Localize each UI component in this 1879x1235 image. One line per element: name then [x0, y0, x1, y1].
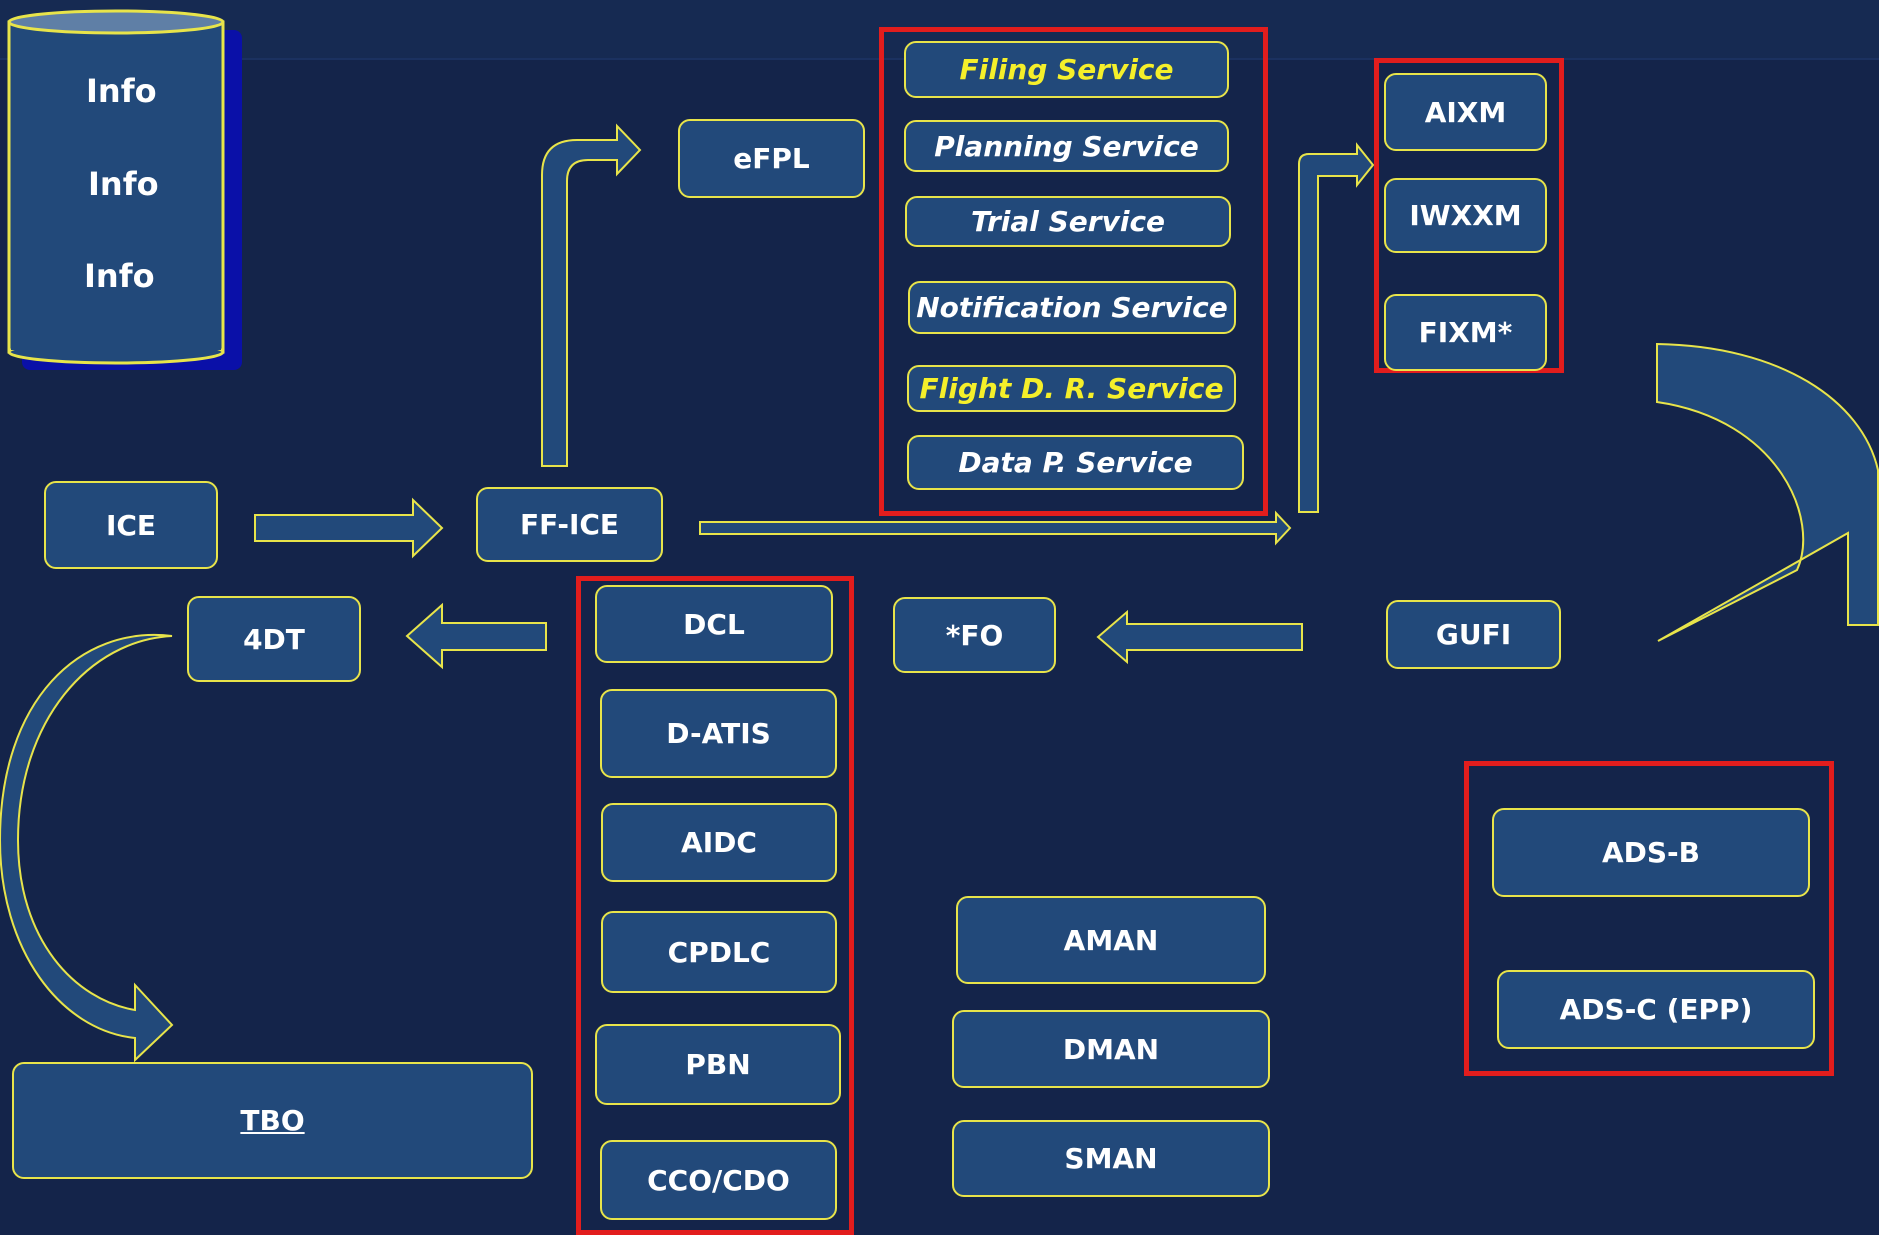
- iwxxm-node[interactable]: IWXXM: [1384, 178, 1547, 253]
- aidc-node[interactable]: AIDC: [601, 803, 837, 882]
- datalink-group-frame: [576, 576, 854, 1235]
- tbo-label: TBO: [240, 1104, 305, 1137]
- d-atis-node[interactable]: D-ATIS: [600, 689, 837, 778]
- database-label: Info: [88, 165, 159, 203]
- trial-service-button[interactable]: Trial Service: [905, 196, 1231, 247]
- aman-node[interactable]: AMAN: [956, 896, 1266, 984]
- planning-service-button[interactable]: Planning Service: [904, 120, 1229, 172]
- ffice-node[interactable]: FF-ICE: [476, 487, 663, 562]
- ads-c-node[interactable]: ADS-C (EPP): [1497, 970, 1815, 1049]
- tbo-node[interactable]: TBO: [12, 1062, 533, 1179]
- ice-node[interactable]: ICE: [44, 481, 218, 569]
- arrow-up-to-models: [1298, 142, 1375, 513]
- database-label: Info: [86, 72, 157, 110]
- database-cylinder-icon: [7, 9, 242, 370]
- dcl-node[interactable]: DCL: [595, 585, 833, 663]
- cpdlc-node[interactable]: CPDLC: [601, 911, 837, 993]
- surveillance-group-frame: [1464, 761, 1834, 1076]
- arrow-ice-to-ffice: [254, 497, 444, 559]
- filing-service-button[interactable]: Filing Service: [904, 41, 1229, 98]
- arrow-curve-models-to-gufi: [1656, 342, 1879, 642]
- database-label: Info: [84, 257, 155, 295]
- dman-node[interactable]: DMAN: [952, 1010, 1270, 1088]
- cco-cdo-node[interactable]: CCO/CDO: [600, 1140, 837, 1220]
- fixm-node[interactable]: FIXM*: [1384, 294, 1547, 371]
- flight-dr-service-button[interactable]: Flight D. R. Service: [907, 365, 1236, 412]
- arrow-4dt-to-tbo: [0, 633, 174, 1063]
- aixm-node[interactable]: AIXM: [1384, 73, 1547, 151]
- notification-service-button[interactable]: Notification Service: [908, 281, 1236, 334]
- fo-node[interactable]: *FO: [893, 597, 1056, 673]
- four-dt-node[interactable]: 4DT: [187, 596, 361, 682]
- efpl-node[interactable]: eFPL: [678, 119, 865, 198]
- arrow-ffice-to-efpl: [541, 123, 642, 467]
- sman-node[interactable]: SMAN: [952, 1120, 1270, 1197]
- arrow-ffice-to-right: [699, 510, 1292, 546]
- arrow-group-to-4dt: [405, 602, 547, 670]
- gufi-node[interactable]: GUFI: [1386, 600, 1561, 669]
- data-p-service-button[interactable]: Data P. Service: [907, 435, 1244, 490]
- services-group-frame: [879, 27, 1268, 516]
- pbn-node[interactable]: PBN: [595, 1024, 841, 1105]
- arrow-gufi-to-fo: [1096, 609, 1303, 665]
- ads-b-node[interactable]: ADS-B: [1492, 808, 1810, 897]
